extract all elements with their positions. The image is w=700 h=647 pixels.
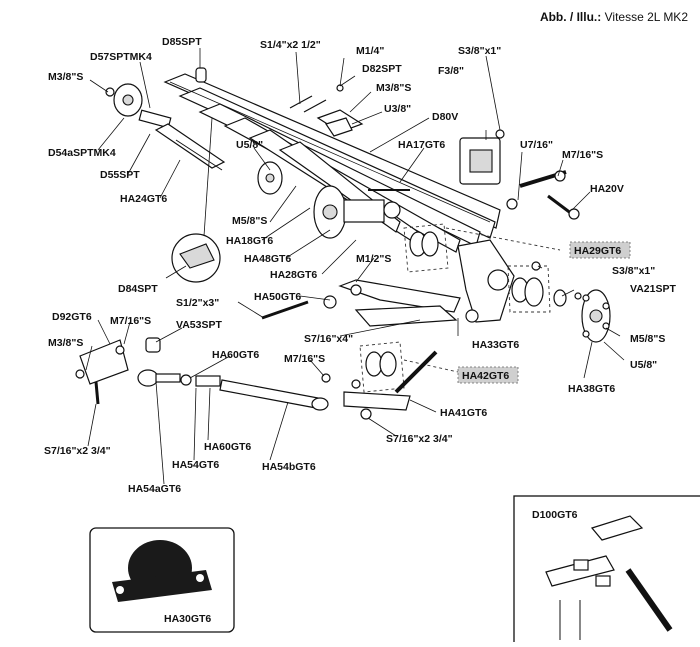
vertical-link-ha33gt6 <box>457 239 515 323</box>
label-ha54bgt6: HA54bGT6 <box>262 461 316 473</box>
drop-link-ha20v <box>506 170 580 220</box>
label-ha17gt6: HA17GT6 <box>398 139 445 151</box>
label-m38s-lower: M3/8"S <box>48 337 83 349</box>
track-rod-assembly <box>137 369 331 411</box>
label-m12s: M1/2"S <box>356 253 391 265</box>
label-ha30gt6: HA30GT6 <box>164 613 211 625</box>
bracket-d92gt6 <box>75 339 129 405</box>
lower-wishbone <box>261 279 461 327</box>
label-s14x212: S1/4"x2 1/2" <box>260 39 321 51</box>
damper-assembly <box>459 129 505 185</box>
label-u58-top: U5/8" <box>236 139 263 151</box>
spring-clamp <box>316 109 364 137</box>
label-s716x234-left: S7/16"x2 3/4" <box>44 445 111 457</box>
label-m716s-center: M7/16"S <box>284 353 325 365</box>
label-s716x234-center: S7/16"x2 3/4" <box>386 433 453 445</box>
hub-flange-va21spt <box>574 289 611 343</box>
inset-ha30gt6 <box>89 527 235 633</box>
leaf-spring <box>163 73 501 253</box>
label-ha48gt6: HA48GT6 <box>244 253 291 265</box>
label-d82spt: D82SPT <box>362 63 402 75</box>
label-f38: F3/8" <box>438 65 464 77</box>
lever-ha41gt6 <box>343 350 438 420</box>
label-s716x4: S7/16"x4" <box>304 333 353 345</box>
label-s12x3: S1/2"x3" <box>176 297 219 309</box>
label-ha24gt6: HA24GT6 <box>120 193 167 205</box>
label-m58s-right: M5/8"S <box>630 333 665 345</box>
illustration-header: Abb. / Illu.: Vitesse 2L MK2 <box>540 10 688 24</box>
label-ha33gt6: HA33GT6 <box>472 339 519 351</box>
label-d80v: D80V <box>432 111 458 123</box>
bush-d85spt <box>195 67 207 83</box>
detail-d84spt <box>171 117 221 283</box>
label-m38s-left: M3/8"S <box>48 71 83 83</box>
highlight-ha29gt6-group <box>403 223 631 273</box>
highlight-ha42gt6-group <box>359 341 519 393</box>
bolts-quarter-inch <box>289 84 344 113</box>
label-ha18gt6: HA18GT6 <box>226 235 273 247</box>
label-d92gt6: D92GT6 <box>52 311 92 323</box>
inset-d100gt6 <box>513 495 700 647</box>
label-m14: M1/4" <box>356 45 384 57</box>
label-u58-right: U5/8" <box>630 359 657 371</box>
label-va21spt: VA21SPT <box>630 283 676 295</box>
label-ha20v: HA20V <box>590 183 624 195</box>
label-ha54agt6: HA54aGT6 <box>128 483 181 495</box>
leader-lines <box>85 48 625 485</box>
label-ha60gt6-top: HA60GT6 <box>212 349 259 361</box>
label-ha54gt6: HA54GT6 <box>172 459 219 471</box>
label-s38x1-top: S3/8"x1" <box>458 45 501 57</box>
label-va53spt: VA53SPT <box>176 319 222 331</box>
label-d55spt: D55SPT <box>100 169 140 181</box>
label-m38s-mid: M3/8"S <box>376 82 411 94</box>
label-d85spt: D85SPT <box>162 36 202 48</box>
hub-trunnion <box>257 161 410 239</box>
spring-eye-left <box>105 83 172 129</box>
label-m58s-mid: M5/8"S <box>232 215 267 227</box>
label-d57sptmk4: D57SPTMK4 <box>90 51 152 63</box>
label-u716: U7/16" <box>520 139 553 151</box>
part-labels: D85SPT S1/4"x2 1/2" M1/4" S3/8"x1" D57SP… <box>44 36 676 625</box>
label-m716s-left: M7/16"S <box>110 315 151 327</box>
label-s38x1-right: S3/8"x1" <box>612 265 655 277</box>
label-m716s-right: M7/16"S <box>562 149 603 161</box>
label-ha38gt6: HA38GT6 <box>568 383 615 395</box>
label-d84spt: D84SPT <box>118 283 158 295</box>
label-d54asptmk4: D54aSPTMK4 <box>48 147 116 159</box>
label-d100gt6: D100GT6 <box>532 509 578 521</box>
label-ha60gt6-bottom: HA60GT6 <box>204 441 251 453</box>
label-ha28gt6: HA28GT6 <box>270 269 317 281</box>
hub-bearings <box>507 261 567 313</box>
bush-va53spt <box>145 337 161 353</box>
header-model: Vitesse 2L MK2 <box>604 10 688 24</box>
label-ha29gt6: HA29GT6 <box>574 245 621 257</box>
label-ha42gt6: HA42GT6 <box>462 370 509 382</box>
label-ha41gt6: HA41GT6 <box>440 407 487 419</box>
label-u38: U3/8" <box>384 103 411 115</box>
header-prefix: Abb. / Illu.: <box>539 10 602 24</box>
label-ha50gt6: HA50GT6 <box>254 291 301 303</box>
radius-rod-ha24gt6 <box>154 123 226 171</box>
